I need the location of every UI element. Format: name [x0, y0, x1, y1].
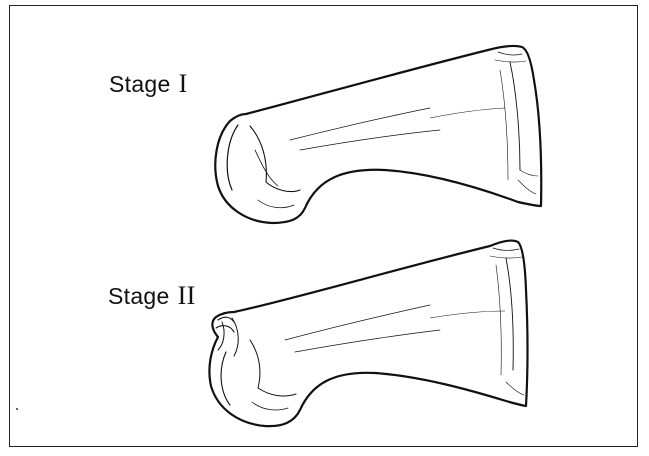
stage-2-bone-drawing	[209, 241, 527, 427]
scan-speck	[16, 408, 18, 410]
stage-2-bone-outline	[209, 241, 527, 427]
stage-1-bone-drawing	[215, 46, 541, 223]
stage-1-bone-outline	[215, 46, 541, 223]
